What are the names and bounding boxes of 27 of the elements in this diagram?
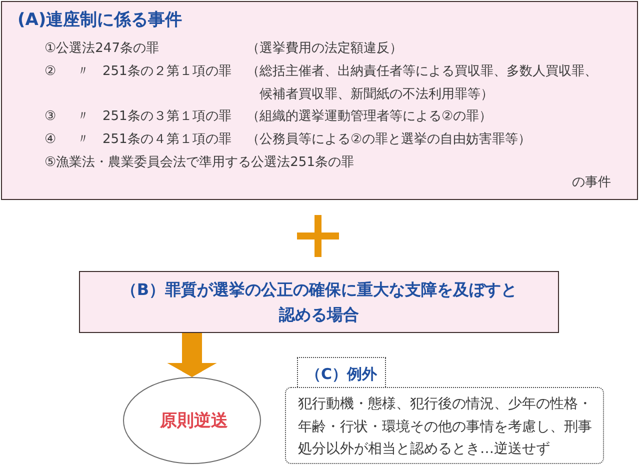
case-panel <box>1 1 638 200</box>
arrow <box>167 333 217 377</box>
note-text: 犯行動機・態様、犯行後の情況、少年の性格・年齢・行状・環境その他の事情を考慮し、刑事処分以外が相当と認めるとき…逆送せず <box>298 395 593 459</box>
list-number: ② <box>44 63 56 81</box>
list-number: ④ <box>44 131 56 149</box>
article-text: 251条の４第１項の罪 <box>102 131 232 149</box>
condition-text: （B）罪質が選挙の公正の確保に重大な支障を及ぼすと認める場合 <box>120 279 518 326</box>
list-item-text: ⑤漁業法・農業委員会法で準用する公選法251条の罪 <box>44 154 354 172</box>
article-text: 251条の２第１項の罪 <box>102 63 232 81</box>
ditto-mark: 〃 <box>76 108 90 126</box>
condition-box <box>79 271 559 333</box>
ditto-mark: 〃 <box>76 63 90 81</box>
article-text: 251条の３第１項の罪 <box>102 108 232 126</box>
description-text: （選挙費用の法定額違反） <box>246 40 402 58</box>
panel-heading: (A)連座制に係る事件 <box>18 8 182 30</box>
ditto-mark: 〃 <box>76 131 90 149</box>
note-box <box>285 387 604 464</box>
description-text: （総括主催者、出納責任者等による買収罪、多数人買収罪、候補者買収罪、新聞紙の不法利用罪等） <box>246 63 598 104</box>
tab-heading: （C）例外 <box>306 364 377 384</box>
closing-text: の事件 <box>572 174 611 192</box>
section-tab <box>297 357 386 387</box>
result-ellipse <box>123 377 261 464</box>
description-text: （公務員等による②の罪と選挙の自由妨害罪等） <box>246 131 532 149</box>
list-number: ③ <box>44 108 56 126</box>
result-text: 原則逆送 <box>160 410 228 432</box>
description-text: （組織的選挙運動管理者等による②の罪） <box>246 108 492 126</box>
list-item-text: ①公選法247条の罪 <box>44 40 159 58</box>
